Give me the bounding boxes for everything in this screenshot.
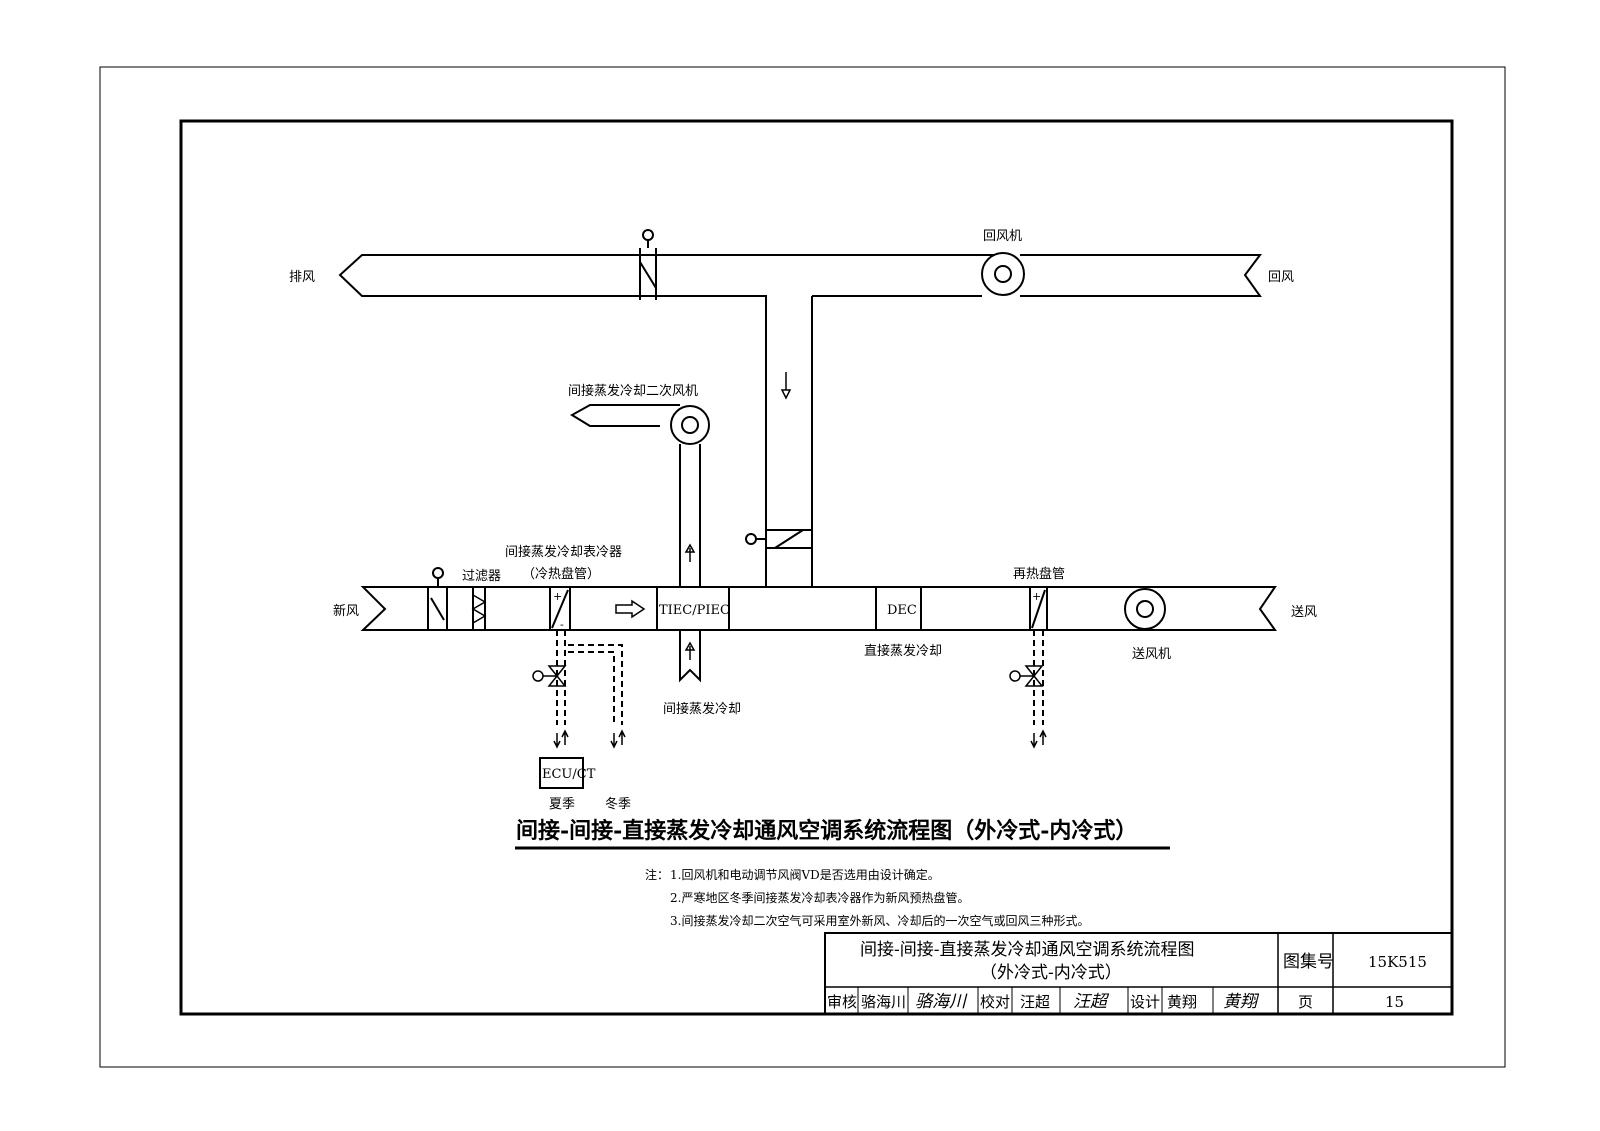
- coil-plus: +: [553, 590, 562, 603]
- tb-reviewer: 骆海川: [861, 993, 906, 1011]
- reheat-flow-arrows: [1030, 729, 1047, 749]
- tb-designer: 黄翔: [1167, 993, 1197, 1011]
- label-summer: 夏季: [549, 797, 575, 812]
- note-2: 2.严寒地区冬季间接蒸发冷却表冷器作为新风预热盘管。: [670, 890, 969, 905]
- mixing-damper: [745, 529, 812, 549]
- label-return-air: 回风: [1268, 270, 1294, 285]
- iec-coil: [549, 586, 623, 725]
- label-exhaust: 排风: [289, 270, 315, 285]
- down-flow-arrow: [780, 372, 792, 400]
- label-supply-air: 送风: [1291, 605, 1317, 620]
- tb-title-line1: 间接-间接-直接蒸发冷却通风空调系统流程图: [860, 940, 1195, 960]
- label-ecu: ECU/CT: [542, 767, 596, 782]
- tb-atlas-no: 15K515: [1368, 953, 1427, 971]
- mixing-riser: [811, 296, 1115, 588]
- return-duct-top: [1020, 254, 1262, 297]
- label-winter: 冬季: [605, 796, 631, 812]
- flow-diagram: [338, 229, 1453, 1015]
- note-3: 3.间接蒸发冷却二次空气可采用室外新风、冷却后的一次空气或回风三种形式。: [670, 913, 1089, 928]
- filter: [471, 587, 487, 630]
- label-tiec: TIEC/PIEC: [659, 603, 730, 618]
- tb-title-line2: （外冷式-内冷式）: [980, 963, 1122, 983]
- up-arrow-upper: [684, 543, 696, 562]
- secondary-fan: [570, 404, 710, 587]
- notes-prefix: 注：: [645, 867, 669, 882]
- tb-designer-signature: 黄翔: [1223, 992, 1260, 1012]
- label-reheat: 再热盘管: [1013, 566, 1065, 582]
- tb-design: 设计: [1130, 993, 1160, 1011]
- ecu-box: [539, 757, 584, 789]
- label-iec: 间接蒸发冷却: [663, 701, 741, 717]
- label-secondary-fan: 间接蒸发冷却二次风机: [568, 383, 698, 399]
- tiec-box: [656, 586, 730, 631]
- dec-box: [875, 586, 922, 631]
- label-dec-name: 直接蒸发冷却: [864, 643, 942, 659]
- label-fresh-air: 新风: [333, 603, 359, 619]
- tb-checker-signature: 汪超: [1073, 992, 1110, 1012]
- reheat-valve: [1009, 665, 1044, 687]
- label-iec-coil: 间接蒸发冷却表冷器: [505, 544, 622, 560]
- title-block: [824, 932, 1453, 1015]
- supply-fan: [1115, 586, 1175, 630]
- tb-reviewer-signature: 骆海川: [915, 992, 968, 1012]
- reheat-plus: +: [1032, 590, 1041, 603]
- coil-flow-arrows: [553, 729, 626, 749]
- iec-secondary-intake: [679, 630, 701, 683]
- fresh-air-damper: [427, 567, 448, 630]
- outer-border: [99, 66, 1506, 1068]
- label-return-fan: 回风机: [983, 229, 1022, 244]
- tb-atlas-label: 图集号: [1283, 952, 1334, 972]
- drawing-frame: [179, 119, 1454, 1016]
- exhaust-damper: [639, 229, 657, 300]
- main-flow-arrow: [615, 599, 646, 619]
- tb-checker: 汪超: [1020, 993, 1050, 1011]
- tb-review: 审核: [827, 993, 857, 1011]
- tb-check: 校对: [980, 993, 1010, 1011]
- diagram-title: 间接-间接-直接蒸发冷却通风空调系统流程图（外冷式-内冷式）: [516, 818, 1137, 844]
- reheat-coil: [1029, 586, 1048, 725]
- label-supply-fan: 送风机: [1132, 647, 1171, 662]
- tb-page-label: 页: [1298, 993, 1313, 1011]
- tb-page-no: 15: [1385, 993, 1404, 1011]
- up-arrow-lower: [684, 641, 696, 660]
- note-1: 1.回风机和电动调节风阀VD是否选用由设计确定。: [670, 867, 940, 882]
- label-dec: DEC: [887, 603, 917, 618]
- return-fan: [960, 252, 1040, 297]
- coil-valve: [532, 665, 567, 687]
- label-filter: 过滤器: [462, 569, 501, 584]
- coil-minus: -: [560, 618, 564, 631]
- label-iec-coil-sub: （冷热盘管）: [522, 566, 600, 582]
